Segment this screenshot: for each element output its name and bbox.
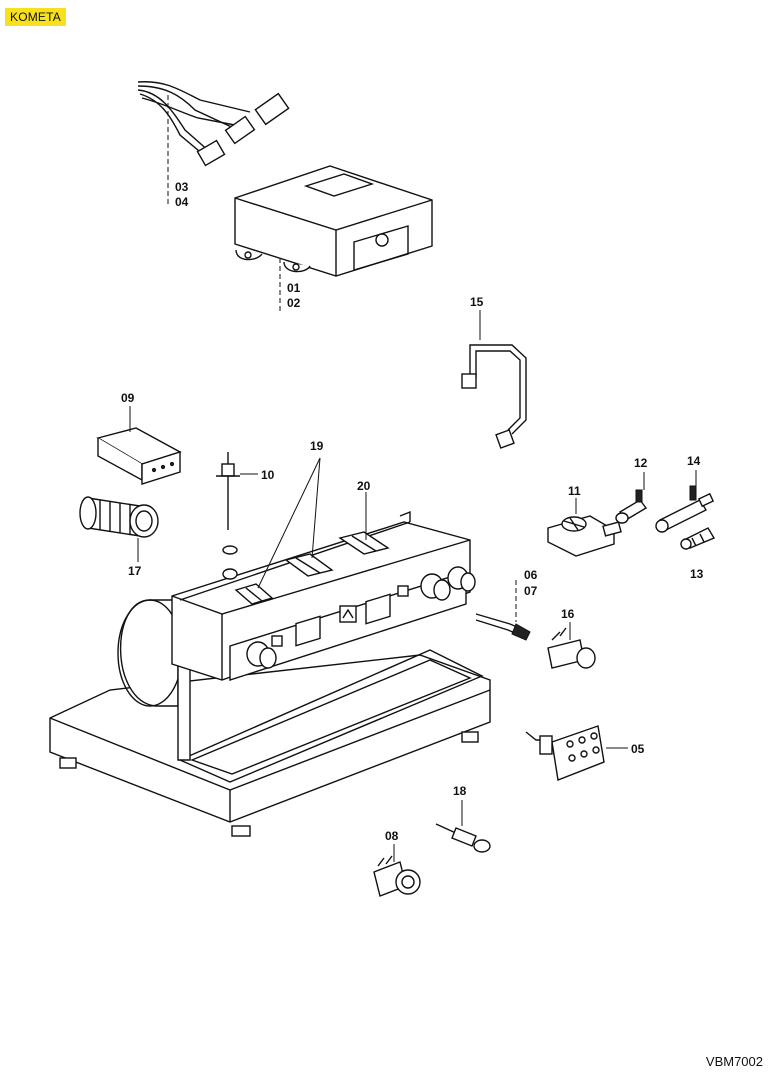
sensor-13 (680, 527, 716, 550)
callout-20: 20 (357, 479, 371, 493)
sensor-14 (655, 470, 715, 533)
callout-09: 09 (121, 391, 135, 405)
callout-10: 10 (261, 468, 275, 482)
callout-02: 02 (287, 296, 301, 310)
push-switch-16 (547, 622, 596, 669)
callout-08: 08 (385, 829, 399, 843)
control-box (234, 165, 433, 312)
callout-19: 19 (310, 439, 324, 453)
callout-12: 12 (634, 456, 648, 470)
callout-14: 14 (687, 454, 701, 468)
drawing-code: VBM7002 (705, 1054, 763, 1069)
bracket (96, 406, 182, 485)
callout-11: 11 (568, 484, 581, 498)
machine-body (49, 510, 491, 837)
level-probe (216, 452, 258, 555)
top-heating-elements (234, 457, 390, 605)
callout-18: 18 (453, 784, 467, 798)
element-18 (435, 800, 491, 853)
copper-tube (461, 310, 527, 449)
pressure-switch (547, 498, 622, 557)
callout-03: 03 (175, 180, 189, 194)
callout-04: 04 (175, 195, 189, 209)
callout-13: 13 (690, 567, 704, 581)
sensor-12 (615, 472, 648, 524)
callout-06: 06 (524, 568, 538, 582)
callout-15: 15 (470, 295, 484, 309)
callout-01: 01 (287, 281, 301, 295)
callout-07: 07 (524, 584, 538, 598)
callout-05: 05 (631, 742, 645, 756)
callout-16: 16 (561, 607, 575, 621)
brand-badge: KOMETA (5, 8, 66, 26)
cable-assembly (475, 580, 531, 641)
keypad-board (525, 725, 628, 781)
push-switch-08 (373, 844, 421, 897)
rotary-switch (79, 496, 159, 562)
wiring-harness (137, 81, 290, 205)
callout-17: 17 (128, 564, 142, 578)
